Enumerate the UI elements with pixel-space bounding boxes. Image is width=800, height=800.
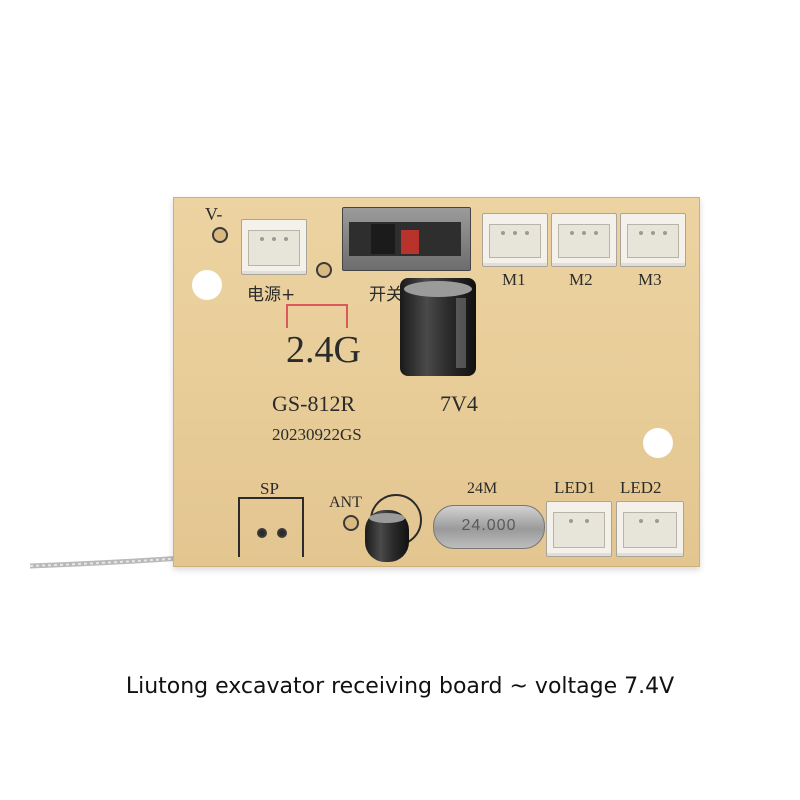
label-switch: 开关 xyxy=(369,285,403,305)
mounting-hole xyxy=(643,428,673,458)
label-voltage: 7V4 xyxy=(440,391,478,416)
m2-connector xyxy=(551,213,617,267)
m3-connector xyxy=(620,213,686,267)
marker-outline xyxy=(286,304,348,328)
label-led2: LED2 xyxy=(620,478,662,497)
mounting-hole xyxy=(192,270,222,300)
speaker-footprint xyxy=(238,497,304,557)
led2-connector xyxy=(616,501,684,557)
label-ant: ANT xyxy=(329,494,362,511)
label-date-code: 20230922GS xyxy=(272,425,362,444)
solder-pad xyxy=(257,528,267,538)
product-caption: Liutong excavator receiving board ~ volt… xyxy=(125,674,675,699)
small-capacitor xyxy=(365,510,409,562)
solder-pad xyxy=(212,227,228,243)
label-m1: M1 xyxy=(502,270,526,289)
power-connector xyxy=(241,219,307,275)
label-m3: M3 xyxy=(638,270,662,289)
m1-connector xyxy=(482,213,548,267)
label-model: GS-812R xyxy=(272,391,356,416)
label-crystal: 24M xyxy=(467,480,498,497)
slide-switch xyxy=(342,207,471,271)
label-led1: LED1 xyxy=(554,478,596,497)
crystal-marking: 24.000 xyxy=(461,517,517,534)
label-power-plus: 电源+ xyxy=(247,285,296,305)
label-band: 2.4G xyxy=(286,329,361,371)
electrolytic-capacitor xyxy=(400,278,476,376)
led1-connector xyxy=(546,501,612,557)
label-m2: M2 xyxy=(569,270,593,289)
crystal-oscillator: 24.000 xyxy=(433,505,545,549)
antenna-pad xyxy=(343,515,359,531)
solder-pad xyxy=(316,262,332,278)
solder-pad xyxy=(277,528,287,538)
label-sp: SP xyxy=(260,479,279,498)
label-v-minus: V- xyxy=(205,204,223,224)
